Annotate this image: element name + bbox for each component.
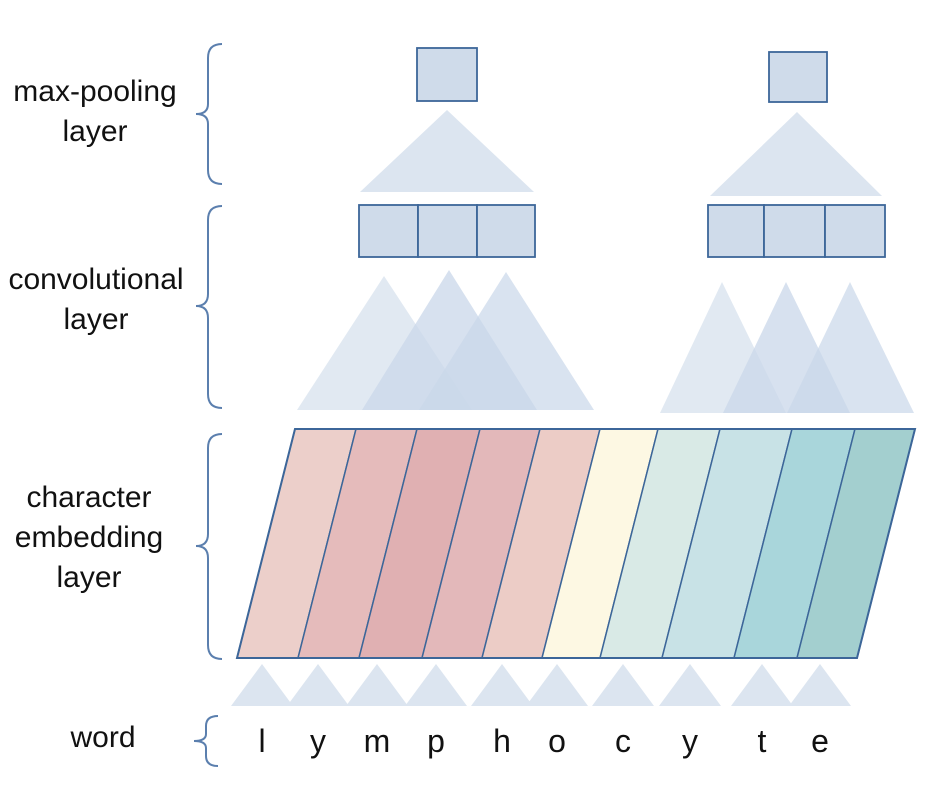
conv-triangles-left <box>297 270 594 410</box>
conv-box-left-3 <box>476 204 536 258</box>
maxpool-triangle-left <box>360 110 534 192</box>
conv-triangle-left-3 <box>419 272 594 410</box>
char-triangles <box>231 664 851 706</box>
char-triangle-6 <box>526 664 588 706</box>
word-char-8: y <box>682 723 698 759</box>
conv-box-right-1 <box>707 204 765 258</box>
label-maxpool-line2: layer <box>62 115 128 148</box>
char-triangle-10 <box>789 664 851 706</box>
maxpool-triangle-right <box>710 112 882 196</box>
embedding-outline <box>235 428 917 659</box>
word-char-4: p <box>427 723 445 759</box>
conv-triangle-right-3 <box>787 282 914 413</box>
char-triangle-4 <box>405 664 467 706</box>
label-conv: convolutional layer <box>0 260 192 340</box>
word-char-5: h <box>493 723 511 759</box>
word-char-2: y <box>310 723 326 759</box>
label-conv-line2: layer <box>63 303 129 336</box>
conv-triangles-right <box>660 282 914 413</box>
brace-conv <box>195 205 223 409</box>
maxpool-box-left <box>416 47 478 102</box>
word-char-3: m <box>364 723 391 759</box>
char-triangle-9 <box>731 664 793 706</box>
label-embedding-line3: layer <box>56 561 122 594</box>
conv-box-right-2 <box>763 204 826 258</box>
label-word-text: word <box>70 721 136 754</box>
brace-embedding <box>195 433 223 660</box>
label-word: word <box>48 718 158 758</box>
embedding-columns <box>236 428 916 659</box>
brace-word <box>193 715 219 767</box>
char-triangle-8 <box>659 664 721 706</box>
char-triangle-1 <box>231 664 293 706</box>
label-conv-line1: convolutional <box>8 263 184 296</box>
label-maxpool: max-pooling layer <box>2 72 188 152</box>
char-triangle-3 <box>346 664 408 706</box>
word-char-6: o <box>548 723 566 759</box>
word-char-10: e <box>811 723 829 759</box>
char-triangle-2 <box>287 664 349 706</box>
label-embedding: character embedding layer <box>0 478 178 598</box>
label-embedding-line1: character <box>26 481 152 514</box>
char-triangle-7 <box>592 664 654 706</box>
conv-box-left-1 <box>358 204 419 258</box>
maxpool-box-right <box>768 51 828 103</box>
brace-maxpool <box>195 43 223 185</box>
char-triangle-5 <box>471 664 533 706</box>
word-char-9: t <box>758 723 767 759</box>
word-char-7: c <box>615 723 631 759</box>
conv-box-right-3 <box>824 204 886 258</box>
word-char-1: l <box>258 723 265 759</box>
label-embedding-line2: embedding <box>14 521 164 554</box>
conv-box-left-2 <box>417 204 478 258</box>
label-maxpool-line1: max-pooling <box>13 75 177 108</box>
